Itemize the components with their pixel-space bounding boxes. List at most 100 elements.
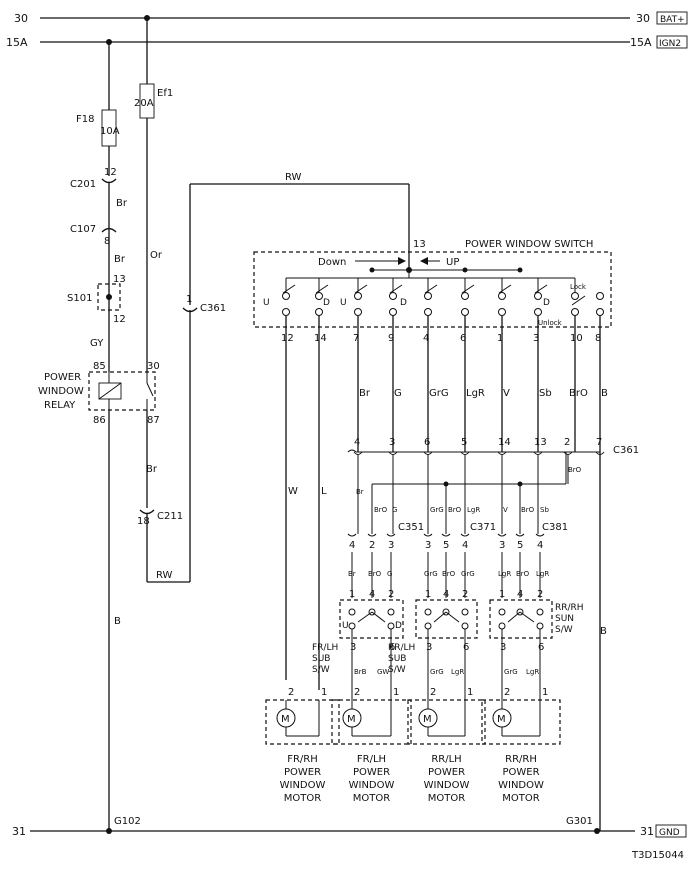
motor-label-1-1: POWER (353, 767, 390, 778)
relay-pin-87: 87 (147, 415, 160, 426)
sub-switch-label-rr-1: SUN (555, 614, 574, 624)
switch-pin-4: 4 (423, 333, 429, 344)
motor-symbol-3: M (497, 714, 506, 725)
c361-pin-5: 5 (461, 437, 467, 448)
c381-label: C381 (542, 522, 568, 533)
bus-lgr: LgR (467, 506, 480, 514)
switch-terminal-0 (282, 308, 290, 316)
rail-ign-tag: IGN2 (659, 39, 681, 49)
switch-terminal-6 (498, 308, 506, 316)
relay-box (88, 371, 156, 411)
wire-br-relay: Br (146, 464, 158, 475)
connector-c107-icon (101, 227, 117, 233)
switch-up-label: UP (446, 257, 459, 268)
sub-wire-fl-2: G (387, 570, 392, 578)
sub-switch-pin-rl-1: 4 (443, 589, 449, 600)
switch-d-2: D (400, 298, 407, 308)
wire-br-2: Br (114, 254, 126, 265)
switch-terminal-1 (315, 308, 323, 316)
switch-terminal-3 (389, 308, 397, 316)
rail-gnd-tag: GND (659, 828, 680, 838)
unlock-label: Unlock (538, 319, 563, 327)
switch-down-label: Down (318, 257, 346, 268)
motor-pin-3-1: 1 (542, 687, 548, 698)
sub-d-label: D (395, 621, 402, 631)
motor-label-2-3: MOTOR (428, 793, 465, 804)
c361-pin-3: 3 (389, 437, 395, 448)
sub-switch-pin-rr-0: 1 (499, 589, 505, 600)
motor-label-1-2: WINDOW (349, 780, 395, 791)
sub-switch-pin-rl-0: 1 (425, 589, 431, 600)
sub-wire-rl-1: BrO (442, 570, 456, 578)
switch-u-1: U (263, 298, 270, 308)
sub-switch-label-rr-0: RR/RH (555, 603, 584, 613)
switch-contact-6 (498, 292, 506, 300)
motor-pin-3-0: 2 (504, 687, 510, 698)
fuse-f18-name: F18 (76, 114, 94, 125)
sub-switch-wire-rr-0: GrG (504, 668, 518, 676)
sub-wire-rr-0: LgR (498, 570, 511, 578)
motor-label-3-0: RR/RH (505, 754, 537, 765)
c361-pin-7: 7 (596, 437, 602, 448)
fuse-ef1-rating: 20A (134, 98, 154, 109)
wire-b-left: B (114, 616, 121, 627)
lock-label: Lock (570, 283, 587, 291)
c211-label: C211 (157, 511, 183, 522)
switch-pin-8: 8 (595, 333, 601, 344)
switch-terminal-7 (534, 308, 542, 316)
motor-label-0-1: POWER (284, 767, 321, 778)
c107-label: C107 (70, 224, 96, 235)
wire-label-3: G (394, 388, 402, 399)
motor-label-3-3: MOTOR (502, 793, 539, 804)
interconnect: BrO Br BrO G GrG BrO LgR V BrO Sb C351 C… (356, 452, 582, 534)
switch-contact-1 (315, 292, 323, 300)
sub-switch-pin-fl-2: 2 (388, 589, 394, 600)
c361-bus-label: C361 (613, 445, 639, 456)
c107-pin: 8 (104, 236, 110, 247)
sub-conn-pin-rl-0: 3 (425, 540, 431, 551)
sub-switch-wire-rl-0: GrG (430, 668, 444, 676)
wire-label-1: L (321, 486, 327, 497)
switch-contact-5 (461, 292, 469, 300)
motor-label-3-2: WINDOW (498, 780, 544, 791)
sub-wire-rr-1: BrO (516, 570, 530, 578)
switch-pin-7: 7 (353, 333, 359, 344)
rail-ign: 15A 15A IGN2 (6, 35, 688, 49)
c201-pin: 12 (104, 167, 117, 178)
splice-s101-box (97, 283, 121, 311)
relay-pin-86: 86 (93, 415, 106, 426)
sub-conn-pin-rl-2: 4 (462, 540, 468, 551)
c361-pin-4: 4 (354, 437, 360, 448)
motor-pin-2-0: 2 (430, 687, 436, 698)
rail-ign-left-label: 15A (6, 36, 28, 49)
switch-title: POWER WINDOW SWITCH (465, 239, 593, 250)
wire-b-right: B (600, 626, 607, 637)
switch-terminal-4 (424, 308, 432, 316)
sub-switch-box-rr (489, 599, 553, 639)
wire-or: Or (150, 250, 163, 261)
wire-label-6: V (503, 388, 510, 399)
sub-switch-pin-rl-2: 2 (462, 589, 468, 600)
c361-label: C361 (200, 303, 226, 314)
motor-label-1-3: MOTOR (353, 793, 390, 804)
motor-label-0-3: MOTOR (284, 793, 321, 804)
wire-rw-top: RW (285, 172, 302, 183)
sub-switch-bot-fl-1: 6 (389, 642, 395, 653)
rail-gnd-right-label: 31 (640, 825, 654, 838)
switch-contact-8 (571, 292, 579, 300)
document-id: T3D15044 (631, 850, 684, 861)
motor-label-3-1: POWER (502, 767, 539, 778)
rail-gnd: 31 31 GND G102 G301 (12, 816, 687, 838)
connector-c361-icon (182, 307, 198, 313)
motor-label-2-2: WINDOW (424, 780, 470, 791)
sub-switch-wire-fl-0: BrB (354, 668, 367, 676)
sub-conn-pin-fl-0: 4 (349, 540, 355, 551)
relay-pin-30: 30 (147, 361, 160, 372)
switch-contact-4 (424, 292, 432, 300)
sub-switch-box-fl (339, 599, 404, 639)
c361-pin-6: 6 (424, 437, 430, 448)
sub-wire-rl-2: GrG (461, 570, 475, 578)
